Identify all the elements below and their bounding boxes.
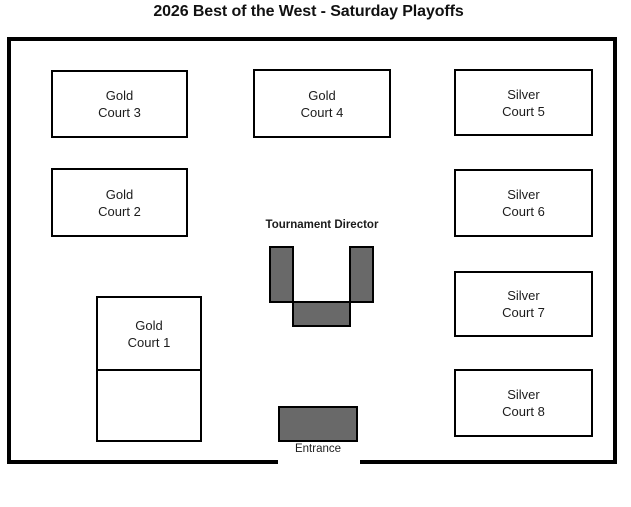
entrance-label: Entrance [294, 443, 342, 455]
director-desk-right [349, 246, 374, 303]
court-number-label: Court 4 [300, 104, 344, 120]
court-box-gold-3: Gold Court 3 [51, 70, 188, 138]
court-division-label: Silver [507, 288, 540, 303]
court-label-container: Gold Court 1 [98, 298, 200, 369]
page-title: 2026 Best of the West - Saturday Playoff… [153, 3, 464, 20]
court-division-label: Gold [105, 186, 134, 202]
court-box-gold-2: Gold Court 2 [51, 168, 188, 237]
court-box-silver-5: Silver Court 5 [454, 69, 593, 136]
court-number-label: Court 8 [502, 404, 545, 419]
court-box-silver-6: Silver Court 6 [454, 169, 593, 237]
entrance-desk [278, 406, 358, 442]
court-number-label: Court 2 [98, 203, 141, 219]
entrance-wall-opening [278, 458, 360, 470]
director-desk-left [269, 246, 294, 303]
court-box-silver-8: Silver Court 8 [454, 369, 593, 437]
court-number-label: Court 3 [98, 105, 141, 120]
court-number-label: Court 1 [127, 334, 171, 350]
court-division-label: Gold [308, 87, 336, 103]
court-box-gold-1: Gold Court 1 [96, 296, 202, 442]
court-number-label: Court 7 [502, 305, 545, 320]
court-division-label: Silver [507, 387, 540, 402]
court-number-label: Court 5 [502, 103, 545, 119]
court-box-silver-7: Silver Court 7 [454, 271, 593, 337]
court-1-divider-line [98, 369, 200, 371]
tournament-director-label: Tournament Director [265, 219, 379, 231]
court-box-gold-4: Gold Court 4 [253, 69, 391, 138]
director-desk-front [292, 301, 351, 327]
court-division-label: Gold [135, 317, 163, 333]
court-number-label: Court 6 [502, 204, 545, 219]
court-division-label: Silver [507, 86, 540, 102]
court-division-label: Gold [105, 88, 134, 103]
court-division-label: Silver [507, 187, 540, 202]
